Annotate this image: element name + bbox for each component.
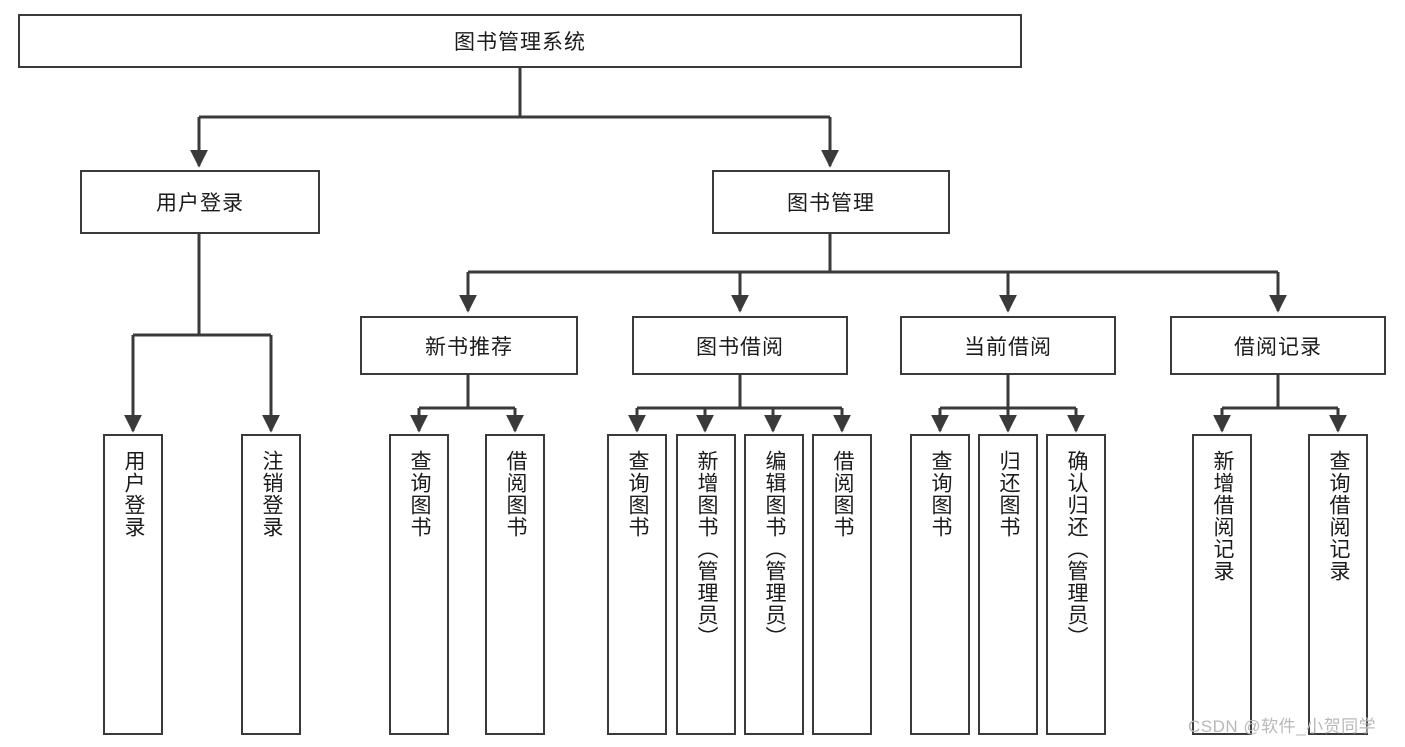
node-leaf-edit-book[interactable]: 编辑图书（管理员） (744, 434, 804, 735)
node-leaf-query-book-3-label: 查询图书 (928, 450, 952, 538)
node-leaf-return-book[interactable]: 归还图书 (978, 434, 1038, 735)
node-leaf-borrow-book-2-label: 借阅图书 (830, 450, 854, 538)
node-root[interactable]: 图书管理系统 (18, 14, 1022, 68)
node-new-book-recommend[interactable]: 新书推荐 (360, 316, 578, 375)
node-leaf-user-login[interactable]: 用户登录 (103, 434, 163, 735)
node-leaf-borrow-book-2[interactable]: 借阅图书 (812, 434, 872, 735)
node-current-borrow-label: 当前借阅 (964, 335, 1052, 359)
csdn-watermark: CSDN @软件_小贺同学 (1188, 717, 1377, 736)
node-leaf-query-book-2-label: 查询图书 (625, 450, 649, 538)
node-leaf-add-record[interactable]: 新增借阅记录 (1192, 434, 1252, 735)
node-book-management[interactable]: 图书管理 (712, 170, 950, 234)
node-leaf-edit-book-label: 编辑图书（管理员） (762, 450, 786, 648)
node-leaf-borrow-book-1-label: 借阅图书 (503, 450, 527, 538)
node-leaf-query-book-1-label: 查询图书 (407, 450, 431, 538)
node-leaf-query-book-3[interactable]: 查询图书 (910, 434, 970, 735)
node-user-login-label: 用户登录 (156, 192, 244, 215)
node-leaf-add-book-label: 新增图书（管理员） (694, 450, 718, 648)
node-leaf-add-record-label: 新增借阅记录 (1210, 450, 1234, 582)
node-leaf-add-book[interactable]: 新增图书（管理员） (676, 434, 736, 735)
node-leaf-user-login-label: 用户登录 (121, 450, 145, 538)
node-current-borrow[interactable]: 当前借阅 (900, 316, 1116, 375)
node-user-login[interactable]: 用户登录 (80, 170, 320, 234)
node-leaf-logout-login[interactable]: 注销登录 (241, 434, 301, 735)
node-book-borrow-label: 图书借阅 (696, 335, 784, 359)
node-root-label: 图书管理系统 (454, 31, 586, 54)
node-book-management-label: 图书管理 (787, 192, 875, 215)
node-leaf-confirm-return-label: 确认归还（管理员） (1064, 450, 1088, 648)
node-new-book-recommend-label: 新书推荐 (425, 335, 513, 359)
node-leaf-borrow-book-1[interactable]: 借阅图书 (485, 434, 545, 735)
node-leaf-query-book-2[interactable]: 查询图书 (607, 434, 667, 735)
node-leaf-query-record[interactable]: 查询借阅记录 (1308, 434, 1368, 735)
node-borrow-record[interactable]: 借阅记录 (1170, 316, 1386, 375)
node-leaf-return-book-label: 归还图书 (996, 450, 1020, 538)
node-leaf-query-record-label: 查询借阅记录 (1326, 450, 1350, 582)
node-book-borrow[interactable]: 图书借阅 (632, 316, 848, 375)
node-leaf-query-book-1[interactable]: 查询图书 (389, 434, 449, 735)
node-leaf-confirm-return[interactable]: 确认归还（管理员） (1046, 434, 1106, 735)
node-leaf-logout-login-label: 注销登录 (259, 450, 283, 538)
node-borrow-record-label: 借阅记录 (1234, 335, 1322, 359)
